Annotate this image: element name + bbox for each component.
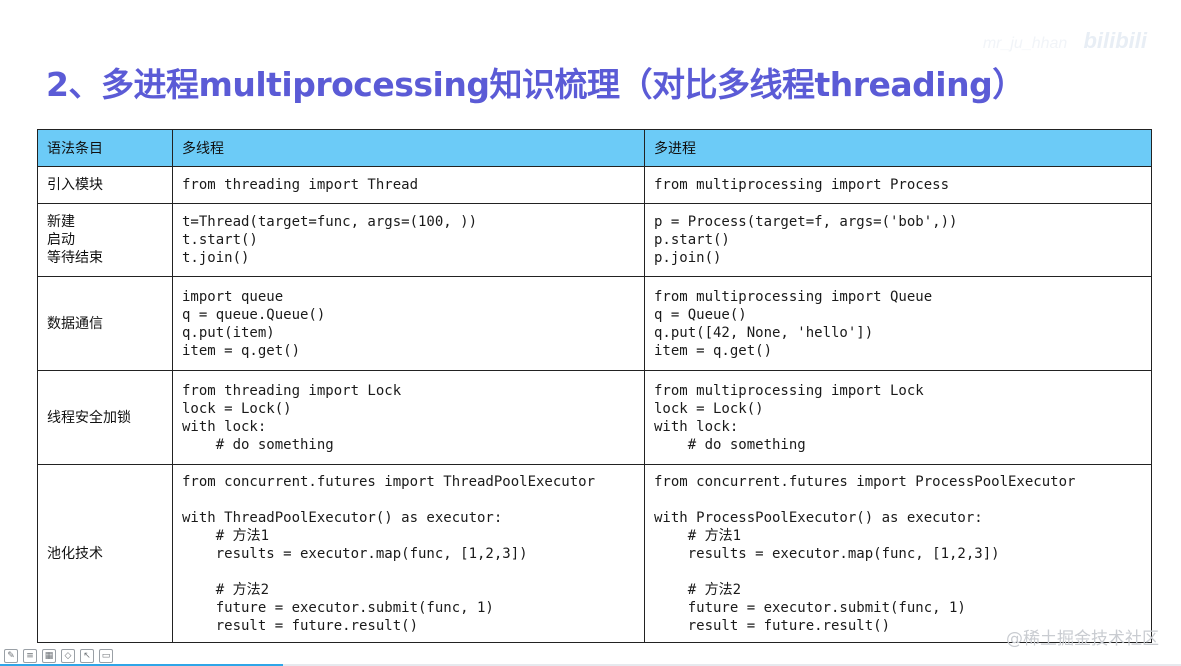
row-label: 引入模块: [37, 166, 173, 204]
grid-icon[interactable]: ▦: [42, 649, 56, 663]
process-cell: p = Process(target=f, args=('bob',)) p.s…: [644, 203, 1152, 277]
table-header-row: 语法条目 多线程 多进程: [37, 129, 1152, 167]
comparison-table: 语法条目 多线程 多进程 引入模块 from threading import …: [37, 129, 1152, 643]
header-multiprocessing: 多进程: [644, 129, 1152, 167]
process-cell: from concurrent.futures import ProcessPo…: [644, 464, 1152, 643]
thread-code: import queue q = queue.Queue() q.put(ite…: [182, 288, 326, 359]
watermark-brand: bilibili: [1083, 28, 1147, 53]
process-code: p = Process(target=f, args=('bob',)) p.s…: [654, 214, 958, 266]
bilibili-watermark: mr_ju_hhan bilibili: [983, 28, 1147, 54]
thread-cell: t=Thread(target=func, args=(100, )) t.st…: [172, 203, 645, 277]
process-code: from multiprocessing import Queue q = Qu…: [654, 288, 933, 359]
process-code: from multiprocessing import Process: [654, 177, 950, 193]
row-label: 池化技术: [37, 464, 173, 643]
thread-cell: from concurrent.futures import ThreadPoo…: [172, 464, 645, 643]
thread-code: t=Thread(target=func, args=(100, )) t.st…: [182, 214, 478, 266]
thread-code: from threading import Lock lock = Lock()…: [182, 382, 402, 453]
watermark-user: mr_ju_hhan: [982, 35, 1068, 52]
thread-cell: from threading import Thread: [172, 166, 645, 204]
juejin-watermark: @稀土掘金技术社区: [1006, 629, 1159, 649]
table-row-lock: 线程安全加锁 from threading import Lock lock =…: [37, 370, 1152, 465]
slide-title: 2、多进程multiprocessing知识梳理（对比多线程threading）: [46, 65, 1025, 104]
process-code: from concurrent.futures import ProcessPo…: [654, 473, 1076, 634]
row-label: 新建 启动 等待结束: [37, 203, 173, 277]
screen-icon[interactable]: ▭: [99, 649, 113, 663]
pointer-icon[interactable]: ↖: [80, 649, 94, 663]
thread-cell: from threading import Lock lock = Lock()…: [172, 370, 645, 465]
slide-progress-bar: [0, 664, 1181, 666]
row-label: 数据通信: [37, 276, 173, 371]
pen-icon[interactable]: ✎: [4, 649, 18, 663]
table-row-create-start-join: 新建 启动 等待结束 t=Thread(target=func, args=(1…: [37, 203, 1152, 277]
table-row-pooling: 池化技术 from concurrent.futures import Thre…: [37, 464, 1152, 643]
header-threading: 多线程: [172, 129, 645, 167]
process-cell: from multiprocessing import Process: [644, 166, 1152, 204]
thread-code: from threading import Thread: [182, 177, 419, 193]
header-syntax-item: 语法条目: [37, 129, 173, 167]
slide-progress-fill: [0, 664, 284, 666]
table-row-communication: 数据通信 import queue q = queue.Queue() q.pu…: [37, 276, 1152, 371]
table-row-import: 引入模块 from threading import Thread from m…: [37, 166, 1152, 204]
eraser-icon[interactable]: ◇: [61, 649, 75, 663]
row-label: 线程安全加锁: [37, 370, 173, 465]
process-cell: from multiprocessing import Lock lock = …: [644, 370, 1152, 465]
thread-cell: import queue q = queue.Queue() q.put(ite…: [172, 276, 645, 371]
process-code: from multiprocessing import Lock lock = …: [654, 382, 924, 453]
process-cell: from multiprocessing import Queue q = Qu…: [644, 276, 1152, 371]
thread-code: from concurrent.futures import ThreadPoo…: [182, 473, 596, 634]
presentation-toolbar: ✎ ≡ ▦ ◇ ↖ ▭: [4, 649, 113, 663]
notes-icon[interactable]: ≡: [23, 649, 37, 663]
